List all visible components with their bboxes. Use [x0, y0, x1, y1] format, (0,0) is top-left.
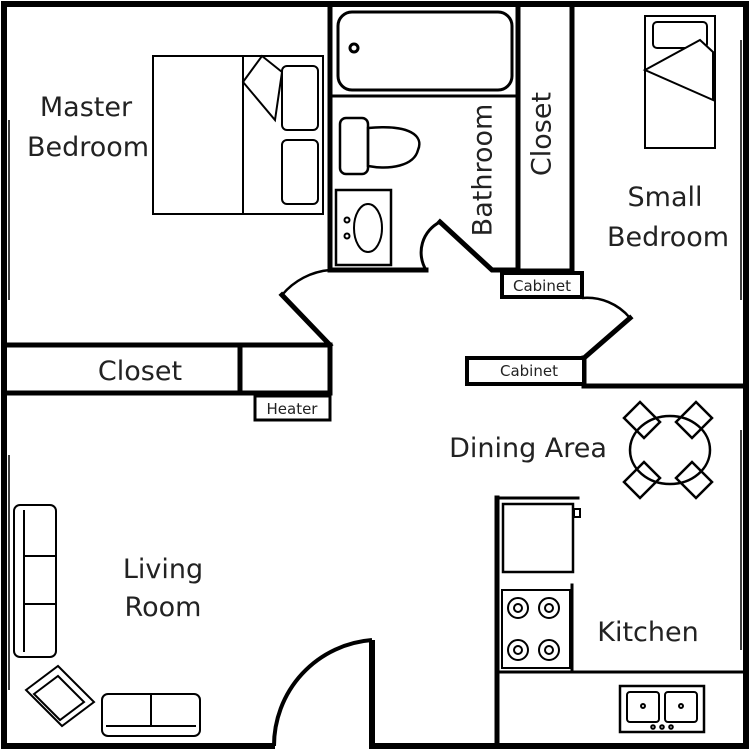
labels: Master Bedroom Small Bedroom Bathroom Cl…	[27, 92, 729, 648]
bathroom-wall-diagonal	[436, 218, 521, 273]
windows	[8, 40, 742, 690]
heater-box	[253, 394, 332, 422]
cabinet-lower-box	[465, 356, 586, 386]
label-cabinet-upper: Cabinet	[513, 277, 571, 295]
doors	[271, 220, 631, 747]
armchair-icon	[24, 664, 96, 728]
label-living-room-line1: Living	[123, 554, 203, 585]
cabinet-upper-box	[500, 271, 584, 299]
bathtub-icon	[336, 10, 514, 92]
stove-icon	[501, 589, 571, 669]
door-front-swing	[271, 638, 373, 747]
door-master-swing	[281, 268, 331, 296]
label-master-bedroom-line1: Master	[40, 92, 133, 123]
master-diagonal	[278, 291, 334, 349]
door-small-bedroom-swing	[581, 296, 631, 319]
label-cabinet-lower: Cabinet	[500, 362, 558, 380]
dining-table-icon	[622, 400, 714, 500]
label-dining-area: Dining Area	[449, 433, 607, 464]
label-master-bedroom-line2: Bedroom	[27, 132, 149, 163]
small-bed-icon	[642, 15, 716, 149]
toilet-icon	[338, 116, 421, 176]
label-bathroom: Bathroom	[468, 104, 499, 237]
label-closet-vertical: Closet	[527, 92, 558, 176]
loveseat-icon	[101, 693, 201, 737]
label-kitchen: Kitchen	[597, 617, 698, 648]
closet-h-right-box	[237, 342, 333, 396]
kitchen-sink-icon	[618, 684, 706, 734]
small-bedroom-wall-bottom	[581, 355, 749, 389]
furniture	[13, 10, 716, 737]
label-small-bedroom-line1: Small	[628, 182, 703, 213]
label-closet-horizontal: Closet	[98, 356, 182, 387]
label-living-room-line2: Room	[125, 592, 202, 623]
door-bathroom-swing	[419, 220, 441, 271]
label-small-bedroom-line2: Bedroom	[607, 222, 729, 253]
small-bedroom-diagonal	[580, 314, 634, 362]
label-heater: Heater	[267, 400, 319, 418]
sink-icon	[334, 188, 393, 267]
sofa-icon	[13, 504, 57, 658]
cabinets	[237, 271, 586, 422]
master-bed-icon	[152, 54, 324, 215]
refrigerator-icon	[501, 502, 581, 574]
